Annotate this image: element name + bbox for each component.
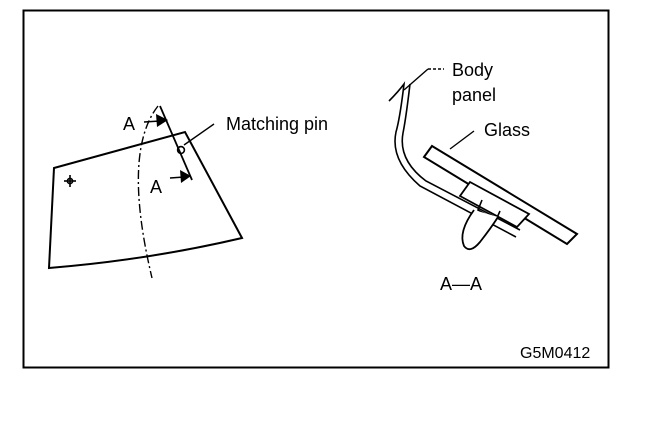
figure-code: G5M0412 (520, 345, 590, 362)
section-arrow-bottom-head (180, 170, 191, 183)
figure-frame (22, 9, 610, 369)
section-arrow-top-head (156, 114, 168, 127)
body-panel-outer (388, 81, 517, 238)
pin-clip (461, 209, 499, 251)
section-cut-line (159, 105, 193, 181)
matching-pin-leader (183, 123, 215, 146)
body-panel-label-line1: Body (452, 60, 493, 80)
body-panel-label-line2: panel (452, 85, 496, 105)
section-label-top: A (123, 114, 135, 134)
section-label-bottom: A (150, 177, 162, 197)
glass-outline (47, 130, 244, 270)
section-title: A—A (440, 274, 482, 294)
section-view (388, 68, 579, 251)
glass-pane (422, 144, 579, 246)
glass-panel-view (47, 105, 244, 279)
glass-leader (449, 130, 475, 150)
body-panel-inner (401, 83, 521, 231)
glass-label: Glass (484, 120, 530, 140)
molding-block (458, 180, 531, 229)
positioning-mark (64, 175, 76, 187)
matching-pin-label: Matching pin (226, 114, 328, 134)
body-panel-leader (403, 68, 429, 91)
section-center-line (137, 105, 159, 279)
